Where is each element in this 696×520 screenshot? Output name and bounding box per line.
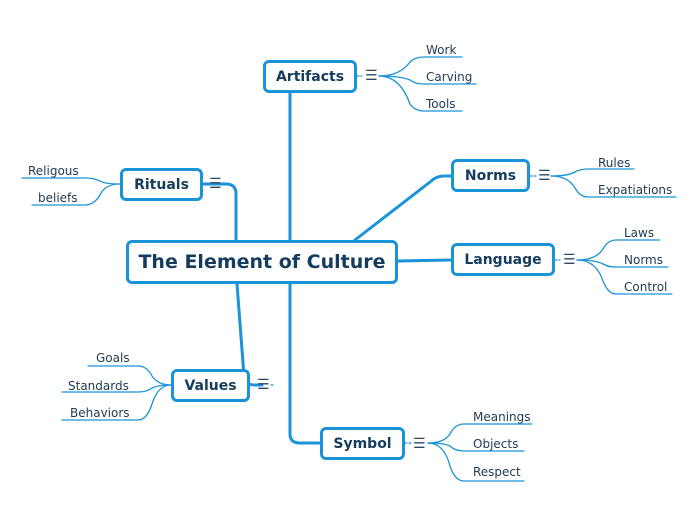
subtopic-tools[interactable]: Tools (426, 97, 456, 111)
topic-rituals[interactable]: Rituals (120, 168, 203, 201)
subtopic-goals[interactable]: Goals (96, 351, 130, 365)
subtopic-standards[interactable]: Standards (68, 379, 129, 393)
menu-lines-icon[interactable]: ☰ (563, 252, 576, 268)
menu-lines-icon[interactable]: ☰ (538, 168, 551, 184)
subtopic-behaviors[interactable]: Behaviors (70, 406, 130, 420)
menu-lines-icon[interactable]: ☰ (257, 377, 270, 393)
subtopic-rules[interactable]: Rules (598, 156, 631, 170)
subtopic-meanings[interactable]: Meanings (473, 410, 531, 424)
subtopic-control[interactable]: Control (624, 280, 668, 294)
subtopic-religous[interactable]: Religous (28, 164, 79, 178)
menu-lines-icon[interactable]: ☰ (365, 68, 378, 84)
topic-norms[interactable]: Norms (451, 159, 530, 192)
subtopic-laws[interactable]: Laws (624, 226, 655, 240)
menu-lines-icon[interactable]: ☰ (209, 176, 222, 192)
topic-language[interactable]: Language (451, 243, 555, 276)
subtopic-norms[interactable]: Norms (624, 253, 663, 267)
subtopic-expatiations[interactable]: Expatiations (598, 183, 673, 197)
central-topic[interactable]: The Element of Culture (126, 240, 398, 284)
subtopic-beliefs[interactable]: beliefs (38, 191, 78, 205)
subtopic-carving[interactable]: Carving (426, 70, 473, 84)
subtopic-work[interactable]: Work (426, 43, 457, 57)
topic-values[interactable]: Values (171, 369, 250, 402)
topic-symbol[interactable]: Symbol (320, 427, 405, 460)
topic-artifacts[interactable]: Artifacts (263, 60, 357, 93)
subtopic-respect[interactable]: Respect (473, 465, 521, 479)
subtopic-objects[interactable]: Objects (473, 437, 519, 451)
menu-lines-icon[interactable]: ☰ (413, 436, 426, 452)
